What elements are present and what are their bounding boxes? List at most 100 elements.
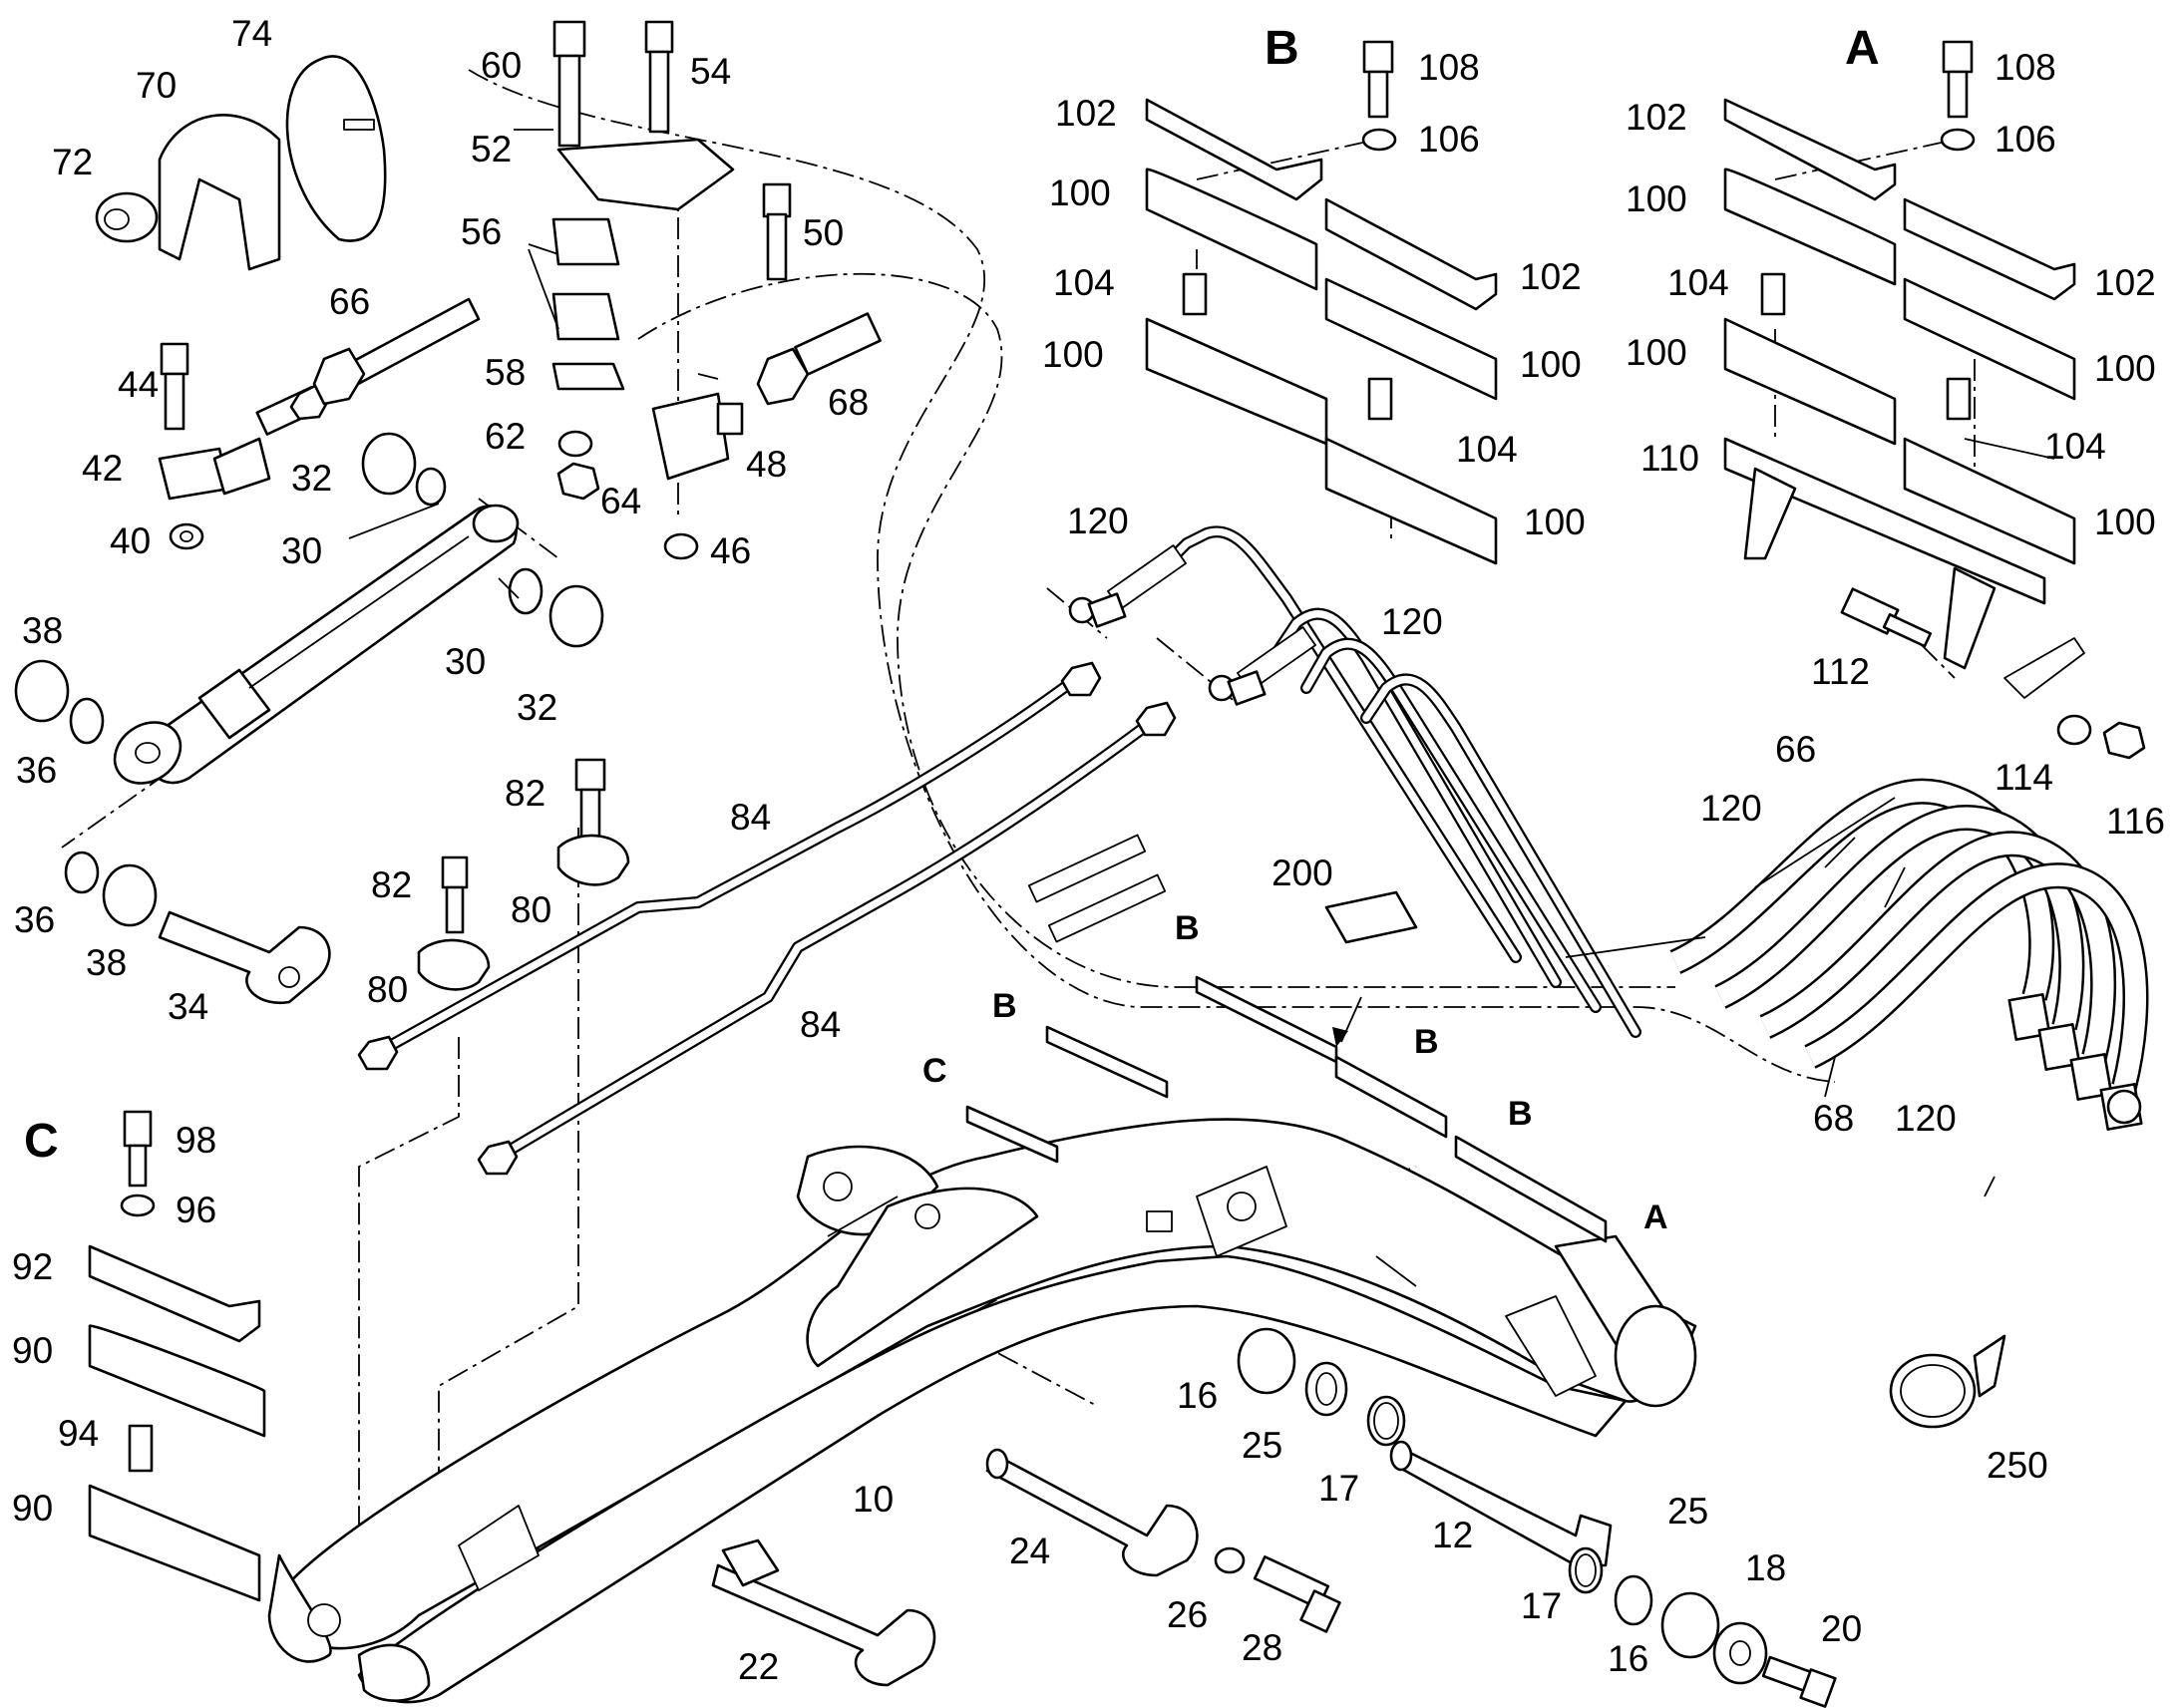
pins-bushings-bottom (711, 1327, 2006, 1708)
callout-44: 44 (118, 364, 159, 405)
callout-82-left: 82 (371, 864, 412, 905)
section-markers: B A C (24, 22, 1880, 1168)
callout-16-upper: 16 (1177, 1375, 1218, 1416)
callout-104-B-left: 104 (1053, 262, 1115, 303)
callout-25-upper: 25 (1242, 1425, 1282, 1466)
callout-100-B-lower-left: 100 (1042, 334, 1104, 375)
callout-94: 94 (58, 1413, 99, 1454)
callout-100-A-lower-right: 100 (2094, 502, 2156, 542)
callout-16-lower: 16 (1608, 1638, 1648, 1679)
callout-74: 74 (231, 13, 272, 54)
callout-42: 42 (82, 448, 123, 489)
callout-labels: 74 70 72 60 54 52 56 50 66 44 42 58 62 6… (12, 13, 2165, 1687)
callout-38-bottom: 38 (86, 942, 127, 983)
callout-46: 46 (710, 530, 751, 571)
section-marker-C: C (24, 1115, 59, 1168)
hose-bundle-right (1669, 778, 2149, 1091)
callout-102-A-right: 102 (2094, 262, 2156, 303)
callout-114: 114 (1995, 757, 2053, 798)
callout-90-lower: 90 (12, 1488, 53, 1529)
callout-52: 52 (471, 129, 512, 170)
callout-250: 250 (1987, 1445, 2048, 1486)
callout-106-B: 106 (1418, 119, 1480, 160)
callout-64: 64 (600, 481, 641, 521)
hydraulic-cylinder (113, 504, 520, 785)
tubes-120-bend (1161, 525, 1641, 1038)
boom-marker-B-3: B (1414, 1023, 1439, 1061)
callout-66-top: 66 (329, 281, 370, 322)
callout-116: 116 (2106, 801, 2165, 842)
callout-120-right-lower: 120 (1895, 1098, 1957, 1139)
small-parts-left (14, 20, 882, 1005)
callout-54: 54 (690, 51, 731, 92)
callout-84-lower: 84 (800, 1004, 841, 1045)
callout-32-bottom: 32 (517, 687, 557, 728)
clamp-group-B (1145, 40, 1498, 565)
clamp-group-A (1723, 40, 2146, 760)
tube-84-lower (493, 712, 1163, 1163)
boom-marker-B-4: B (1508, 1095, 1533, 1133)
callout-90-upper: 90 (12, 1330, 53, 1371)
callout-108-B: 108 (1418, 47, 1480, 88)
callout-200: 200 (1272, 853, 1333, 893)
callout-68-top: 68 (828, 382, 869, 423)
callout-92: 92 (12, 1246, 53, 1287)
callout-80-right: 80 (511, 889, 551, 930)
callout-40: 40 (110, 520, 151, 561)
clamp-group-C (88, 1110, 266, 1602)
fittings-120 (1068, 592, 1267, 706)
callout-96: 96 (176, 1190, 216, 1230)
callout-82-right: 82 (505, 773, 545, 814)
callout-104-B-right: 104 (1456, 429, 1518, 470)
boom-marker-B-2: B (992, 987, 1017, 1025)
callout-98: 98 (176, 1120, 216, 1161)
callout-25-lower: 25 (1667, 1491, 1708, 1532)
leader-lines (348, 129, 2055, 1287)
callout-68-right: 68 (1813, 1098, 1854, 1139)
callout-70: 70 (136, 65, 177, 106)
callout-100-B-upper-right: 100 (1520, 344, 1582, 385)
callout-17-lower: 17 (1521, 1585, 1562, 1626)
callout-104-A-left: 104 (1667, 262, 1729, 303)
boom-marker-C: C (922, 1052, 947, 1090)
callout-36-bottom: 36 (14, 899, 55, 940)
boom-marker-A: A (1643, 1198, 1668, 1236)
tube-84-upper (373, 672, 1083, 1058)
callout-34: 34 (168, 986, 208, 1027)
boom-clamps (965, 890, 1608, 1243)
callout-48: 48 (746, 444, 787, 485)
callout-20: 20 (1821, 1608, 1862, 1649)
callout-102-B-left: 102 (1055, 93, 1117, 134)
callout-120-right-upper: 120 (1700, 788, 1762, 829)
callout-10: 10 (853, 1479, 894, 1520)
callout-22: 22 (738, 1646, 779, 1687)
callout-38-top: 38 (22, 610, 63, 651)
boom-markers: B B C B B A (922, 909, 1668, 1236)
callout-28: 28 (1242, 1627, 1282, 1668)
callout-110: 110 (1640, 438, 1699, 479)
callout-26: 26 (1167, 1594, 1208, 1635)
callout-106-A: 106 (1995, 119, 2056, 160)
callout-24: 24 (1009, 1531, 1050, 1571)
callout-60: 60 (481, 45, 522, 86)
callout-84-upper: 84 (730, 797, 771, 838)
boom-marker-B-1: B (1175, 909, 1200, 947)
callout-17-upper: 17 (1318, 1468, 1359, 1509)
callout-18: 18 (1745, 1547, 1786, 1588)
callout-100-B-upper-left: 100 (1049, 172, 1111, 213)
callout-112: 112 (1811, 651, 1870, 692)
callout-102-A-left: 102 (1626, 97, 1687, 138)
callout-108-A: 108 (1995, 47, 2056, 88)
callout-30-top: 30 (281, 530, 322, 571)
callout-66-right: 66 (1775, 729, 1816, 770)
callout-58: 58 (485, 352, 526, 393)
callout-100-A-upper-right: 100 (2094, 348, 2156, 389)
callout-36-top: 36 (16, 750, 57, 791)
callout-100-B-lower-right: 100 (1524, 502, 1586, 542)
section-marker-B: B (1265, 22, 1299, 75)
callout-102-B-right: 102 (1520, 256, 1582, 297)
tube-nuts-84 (357, 661, 1177, 1176)
hose-fittings-right (2007, 993, 2143, 1131)
callout-120-upper: 120 (1067, 501, 1129, 541)
